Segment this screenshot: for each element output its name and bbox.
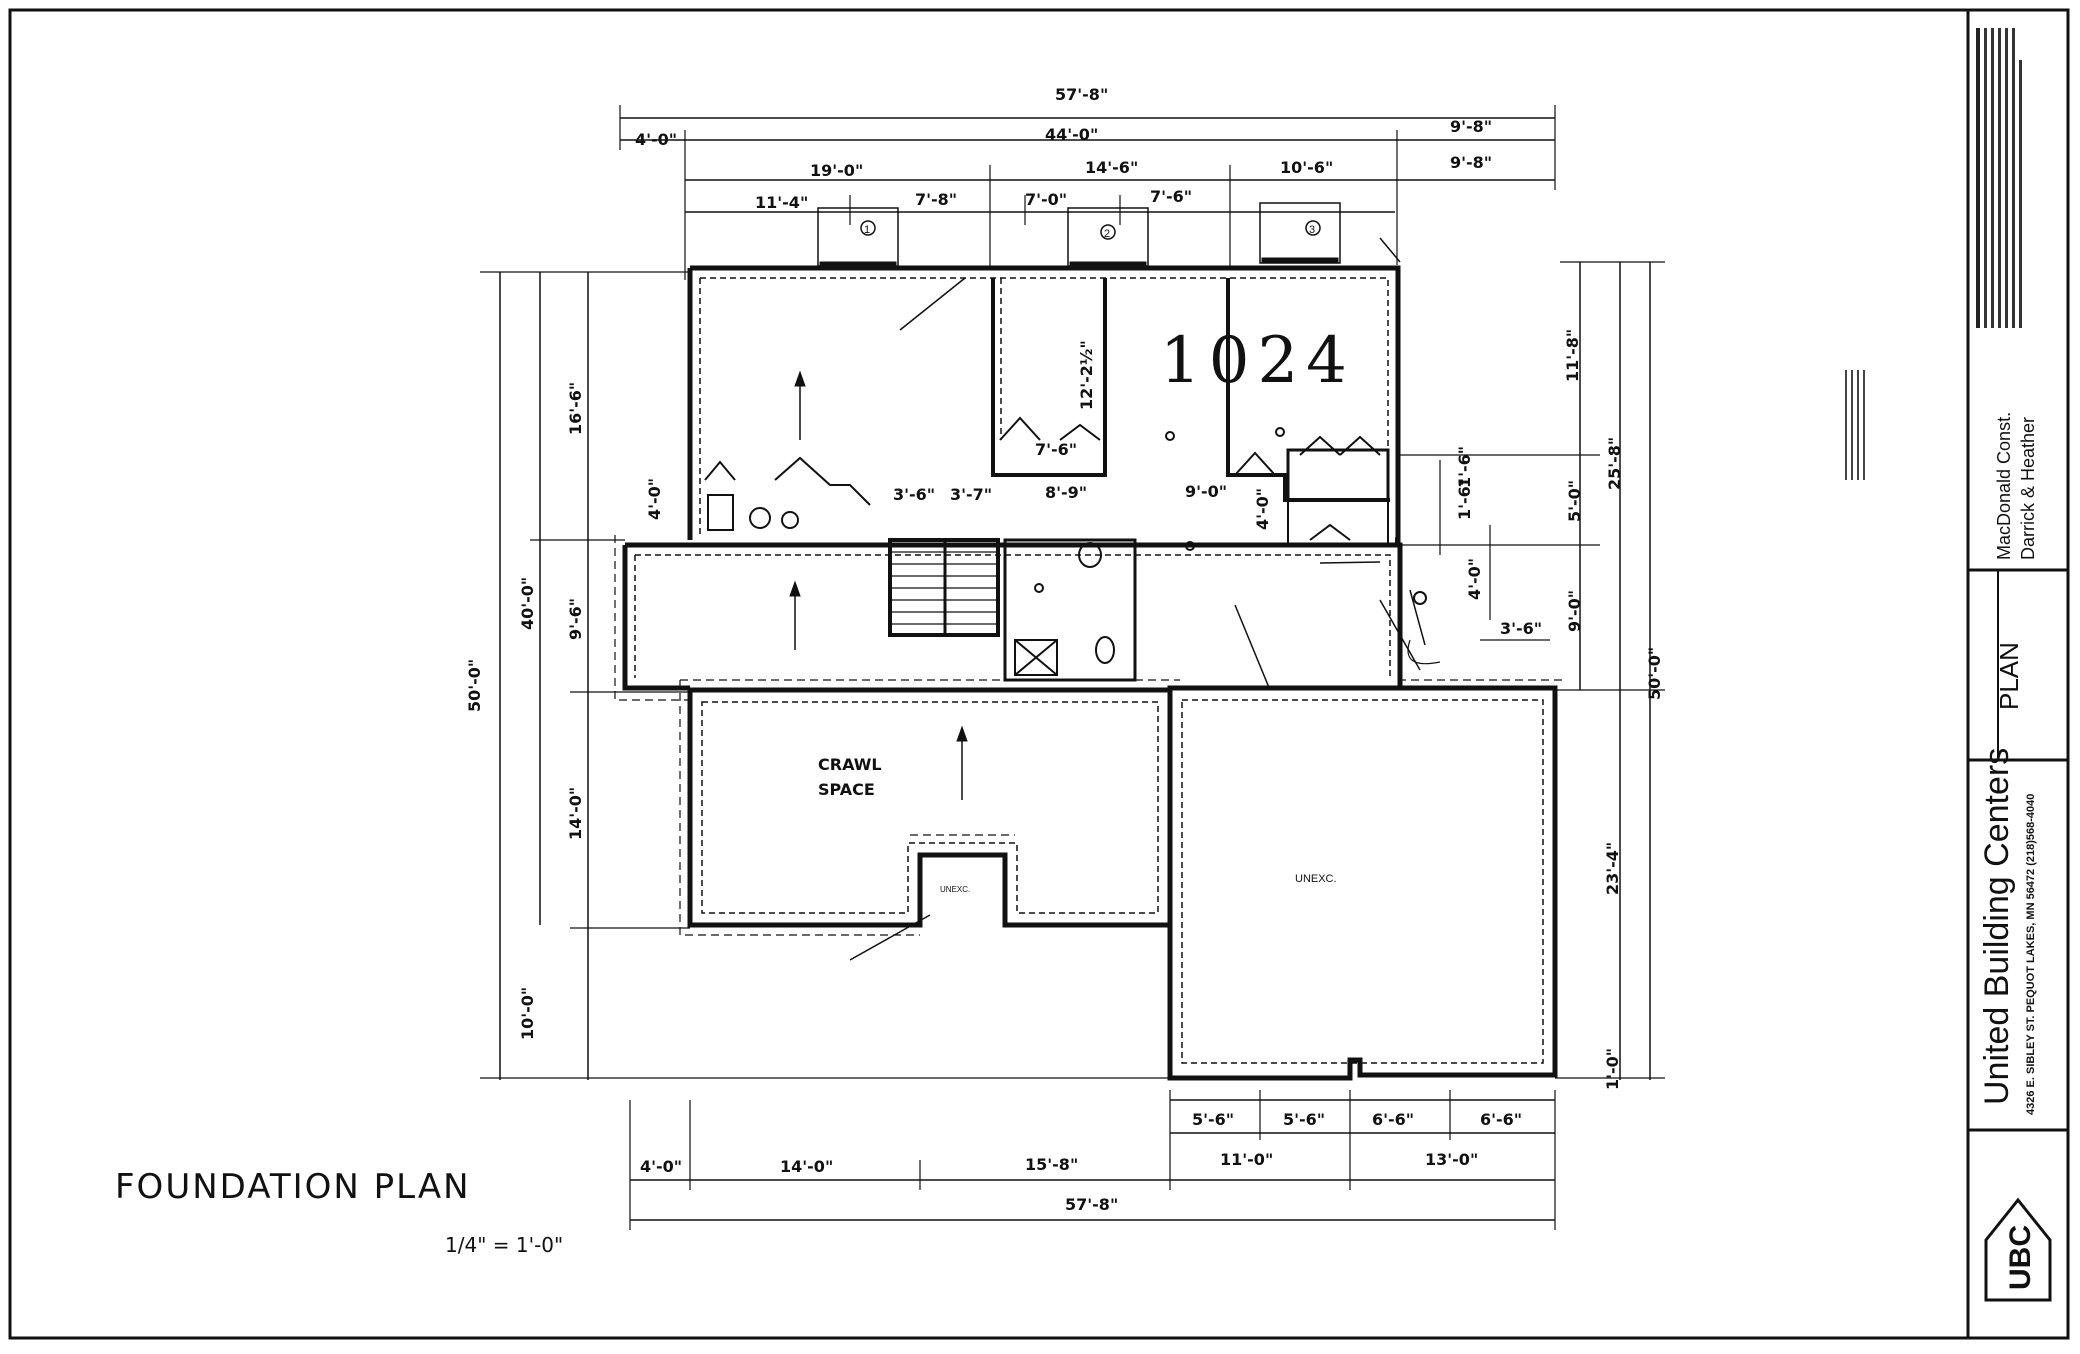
dim-bottom-row2: 4'-0" (640, 1157, 682, 1176)
dim-bottom-row1: 5'-6" (1192, 1110, 1234, 1129)
dimension-lines (480, 105, 1665, 1230)
foundation-walls (614, 202, 1565, 1081)
dim-interior: 4'-0" (1253, 488, 1272, 530)
dim-right-misc: 4'-0" (1465, 558, 1484, 600)
dim-left-outer: 50'-0" (465, 659, 484, 712)
dim-bottom-row2: 14'-0" (780, 1157, 833, 1176)
dim-top-row2: 4'-0" (635, 130, 677, 149)
client-line-1: MacDonald Const. (1994, 412, 2014, 560)
title-block (1966, 8, 2070, 1340)
side-note (1845, 370, 1865, 480)
dimension-labels: 57'-8" 4'-0" 44'-0" 9'-8" 19'-0" 14'-6" … (465, 85, 1664, 1214)
sheet-name: PLAN (1994, 642, 2024, 710)
svg-text:3: 3 (1309, 224, 1315, 236)
dim-left-small: 4'-0" (645, 478, 664, 520)
dim-right-outer: 50'-0" (1645, 647, 1664, 700)
company-address: 4326 E. SIBLEY ST. PEQUOT LAKES, MN 5647… (2025, 794, 2037, 1115)
dim-right-inner: 5'-0" (1565, 480, 1584, 522)
dim-top-row4: 7'-6" (1150, 187, 1192, 206)
dim-interior: 8'-9" (1045, 483, 1087, 502)
dim-right-mid: 25'-8" (1605, 437, 1624, 490)
title-block-text: United Building Centers 4326 E. SIBLEY S… (1978, 412, 2038, 1290)
disclaimer-notes (1976, 28, 2022, 328)
callout-markers: 1 2 3 (860, 220, 1321, 240)
dim-left-inner: 14'-0" (566, 787, 585, 840)
dim-top-row3: 14'-6" (1085, 158, 1138, 177)
dim-right-inner: 9'-0" (1565, 590, 1584, 632)
drawing-title: FOUNDATION PLAN (115, 1167, 471, 1207)
dim-top-overall: 57'-8" (1055, 85, 1108, 104)
dim-interior: 9'-0" (1185, 482, 1227, 501)
dim-bottom-row2: 13'-0" (1425, 1150, 1478, 1169)
dim-bottom-row1: 6'-6" (1372, 1110, 1414, 1129)
dim-interior: 3'-6" (893, 485, 935, 504)
dim-bottom-row1: 6'-6" (1480, 1110, 1522, 1129)
dim-top-row2: 44'-0" (1045, 125, 1098, 144)
dim-top-row3: 19'-0" (810, 161, 863, 180)
dim-bottom-row2: 15'-8" (1025, 1155, 1078, 1174)
dim-left-mid: 40'-0" (518, 577, 537, 630)
room-labels: CRAWL SPACE UNEXC. UNEXC. (818, 755, 1337, 894)
dim-top-row3: 9'-8" (1450, 153, 1492, 172)
ubc-logo: UBC (2004, 1225, 2037, 1290)
client-line-2: Darrick & Heather (2018, 417, 2038, 560)
dim-right-misc: 1'-6" (1455, 446, 1474, 488)
dim-bottom-row1: 5'-6" (1283, 1110, 1325, 1129)
svg-text:1: 1 (864, 224, 870, 236)
dim-top-row3: 10'-6" (1280, 158, 1333, 177)
crawl-space-label: CRAWL (818, 755, 882, 774)
dim-top-row4: 7'-0" (1025, 190, 1067, 209)
dim-left-inner: 10'-0" (518, 987, 537, 1040)
dim-left-inner: 9'-6" (566, 598, 585, 640)
dim-interior: 7'-6" (1035, 440, 1077, 459)
svg-text:2: 2 (1104, 228, 1110, 240)
dim-top-row4: 7'-8" (915, 190, 957, 209)
dim-left-inner: 16'-6" (566, 382, 585, 435)
dim-bottom-overall: 57'-8" (1065, 1195, 1118, 1214)
dim-top-row2: 9'-8" (1450, 117, 1492, 136)
dim-right-inner: 1'-0" (1603, 1048, 1622, 1090)
dim-interior: 3'-7" (950, 485, 992, 504)
company-name: United Building Centers (1978, 748, 2016, 1105)
dim-top-row4: 11'-4" (755, 193, 808, 212)
drawing-scale: 1/4" = 1'-0" (445, 1233, 563, 1257)
dim-bottom-row2: 11'-0" (1220, 1150, 1273, 1169)
dim-right-misc: 1'-6" (1455, 478, 1474, 520)
dim-interior: 12'-2½" (1077, 340, 1096, 410)
crawl-space-label: SPACE (818, 780, 875, 799)
dim-right-inner: 11'-8" (1563, 329, 1582, 382)
unexcavated-label: UNEXC. (1295, 873, 1337, 885)
unexcavated-small-label: UNEXC. (940, 885, 970, 894)
dim-right-misc: 3'-6" (1500, 619, 1542, 638)
dim-right-inner: 23'-4" (1603, 842, 1622, 895)
handwritten-lot-number: 1024 (1160, 324, 1355, 398)
